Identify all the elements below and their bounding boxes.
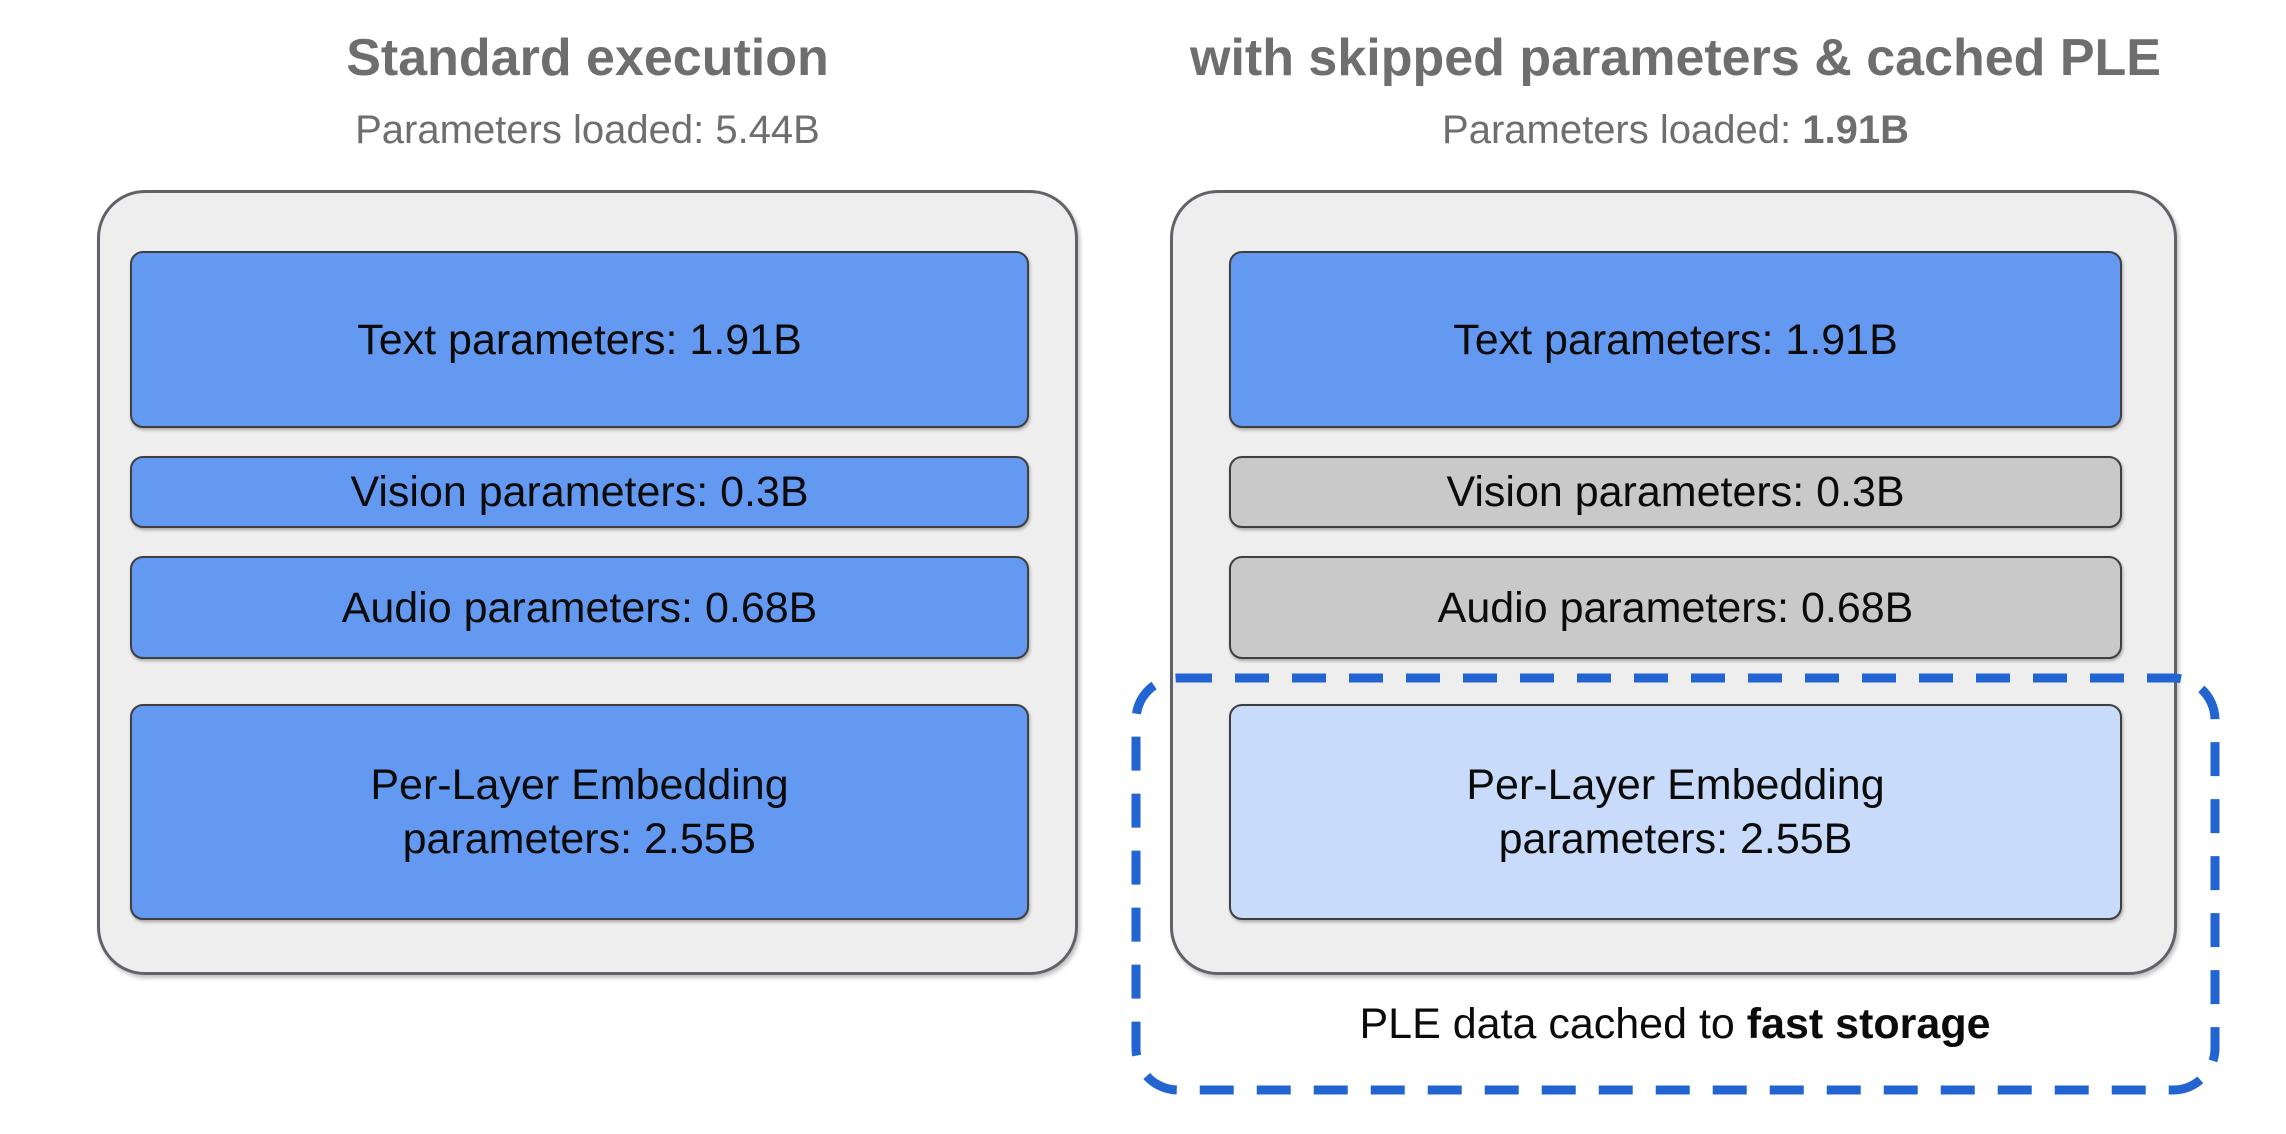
left-box-vision-parameters: Vision parameters: 0.3B (130, 456, 1029, 528)
right-box-text-parameters: Text parameters: 1.91B (1229, 251, 2122, 428)
right-subtitle-prefix: Parameters loaded: (1442, 108, 1803, 152)
ple-cache-caption-bold: fast storage (1746, 1000, 1991, 1048)
right-box-audio-parameters: Audio parameters: 0.68B (1229, 556, 2122, 659)
right-box-ple-parameters: Per-Layer Embedding parameters: 2.55B (1229, 704, 2122, 920)
left-subtitle-value: 5.44B (715, 108, 820, 152)
right-title: with skipped parameters & cached PLE (1190, 29, 2161, 87)
left-box-text-parameters: Text parameters: 1.91B (130, 251, 1029, 428)
left-box-audio-parameters: Audio parameters: 0.68B (130, 556, 1029, 659)
right-subtitle: Parameters loaded: 1.91B (1131, 106, 2220, 154)
ple-cache-caption: PLE data cached to fast storage (1135, 1000, 2215, 1048)
right-column-header: with skipped parameters & cached PLE Par… (1131, 28, 2220, 154)
left-subtitle-prefix: Parameters loaded: (355, 108, 716, 152)
left-model-container: Text parameters: 1.91B Vision parameters… (97, 190, 1078, 975)
left-title: Standard execution (346, 29, 829, 87)
right-box-vision-parameters: Vision parameters: 0.3B (1229, 456, 2122, 528)
right-subtitle-value: 1.91B (1802, 108, 1909, 152)
ple-cache-caption-prefix: PLE data cached to (1359, 1000, 1747, 1048)
left-subtitle: Parameters loaded: 5.44B (97, 106, 1078, 154)
left-box-ple-parameters: Per-Layer Embedding parameters: 2.55B (130, 704, 1029, 920)
left-column-header: Standard execution Parameters loaded: 5.… (97, 28, 1078, 154)
right-model-container: Text parameters: 1.91B Vision parameters… (1170, 190, 2177, 975)
